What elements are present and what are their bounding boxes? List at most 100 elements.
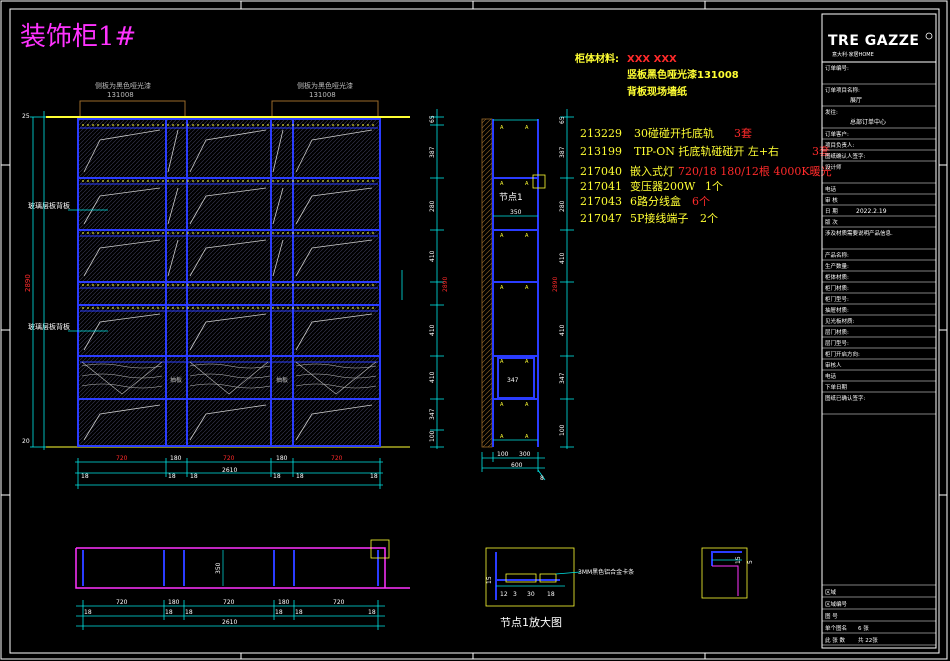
side-right-dim: 280 bbox=[559, 200, 566, 212]
materials-label: 柜体材料: bbox=[574, 52, 619, 65]
materials-line2: 竖板黑色哑光漆131008 bbox=[627, 68, 739, 81]
svg-text:A: A bbox=[500, 434, 504, 440]
title-block-label: 层门型号: bbox=[825, 339, 849, 347]
bottom-dim: 180 bbox=[276, 455, 288, 462]
svg-text:A: A bbox=[500, 285, 504, 291]
title-block-label: 柜门材质: bbox=[825, 284, 849, 292]
title-block-label: 日 期 bbox=[825, 208, 838, 215]
svg-text:A: A bbox=[500, 359, 504, 365]
part-code: 213229 bbox=[580, 127, 622, 140]
brand-logo: TRE GAZZE bbox=[828, 33, 919, 49]
part-desc: 5P接线端子 bbox=[630, 211, 688, 225]
detail-right-dim: 15 bbox=[735, 556, 742, 564]
detail-dim: 3 bbox=[513, 591, 517, 598]
part-code: 217043 bbox=[580, 195, 622, 208]
side-bottom-total: 600 bbox=[511, 462, 523, 469]
part-qty: 3套 bbox=[734, 127, 752, 140]
plan-small-dim: 18 bbox=[165, 609, 173, 616]
title-block-label: 订单项目名称: bbox=[825, 86, 860, 94]
title-block-label: 下单日期 bbox=[825, 383, 848, 391]
side-small-dim: 8 bbox=[540, 475, 544, 482]
plan-dim: 720 bbox=[116, 599, 128, 606]
title-block-value: 总部订单中心 bbox=[850, 118, 886, 126]
right-dim: 410 bbox=[429, 324, 436, 336]
plan-small-dim: 18 bbox=[295, 609, 303, 616]
height-total-dim: 2890 bbox=[24, 274, 32, 292]
title-block-label: 涉及材质需要说明产品信息. bbox=[825, 229, 893, 237]
bottom-dim: 720 bbox=[331, 455, 343, 462]
side-right-dim: 100 bbox=[559, 424, 566, 436]
plan-dim: 720 bbox=[223, 599, 235, 606]
side-top-dim: 350 bbox=[510, 209, 522, 216]
right-dim: 410 bbox=[429, 371, 436, 383]
title-block-value: 共 22张 bbox=[858, 636, 878, 644]
bottom-dim: 180 bbox=[170, 455, 182, 462]
registered-mark-icon bbox=[925, 32, 933, 40]
title-block-label: 产品名称: bbox=[825, 251, 849, 259]
svg-text:A: A bbox=[500, 402, 504, 408]
part-code: 217040 bbox=[580, 165, 622, 178]
detail-dim: 12 bbox=[500, 591, 508, 598]
drawer-label: 抽板 bbox=[276, 376, 288, 384]
side-right-dim: 410 bbox=[559, 252, 566, 264]
drawing-title: 装饰柜1# bbox=[20, 22, 136, 52]
title-block-label: 审 核 bbox=[825, 196, 838, 204]
plan-dim: 180 bbox=[168, 599, 180, 606]
title-block-label: 审核人 bbox=[825, 361, 842, 369]
detail-right-dim: 5 bbox=[747, 560, 754, 564]
right-height-dim: 2890 bbox=[442, 277, 449, 292]
svg-text:A: A bbox=[525, 402, 529, 408]
svg-text:A: A bbox=[525, 359, 529, 365]
detail-dim: 18 bbox=[547, 591, 555, 598]
title-block-label: 区域编号 bbox=[825, 600, 848, 608]
title-block-value: 2022.2.19 bbox=[856, 208, 887, 215]
plan-small-dim: 18 bbox=[84, 609, 92, 616]
bottom-small-dim: 18 bbox=[296, 473, 304, 480]
top-note-right: 侧板为黑色哑光漆 bbox=[297, 81, 353, 90]
title-block-label: 项目负责人: bbox=[825, 141, 855, 149]
part-desc: 变压器200W bbox=[630, 179, 696, 193]
svg-text:A: A bbox=[500, 233, 504, 239]
svg-text:A: A bbox=[500, 125, 504, 131]
side-right-dim: 387 bbox=[559, 146, 566, 158]
title-block-value: 6 张 bbox=[858, 624, 869, 632]
part-qty: 2个 bbox=[700, 212, 718, 225]
part-desc: 6路分线盒 bbox=[630, 194, 681, 208]
materials-line3: 背板现场墙纸 bbox=[627, 85, 687, 98]
side-right-dim: 410 bbox=[559, 324, 566, 336]
top-note-left: 侧板为黑色哑光漆 bbox=[95, 81, 151, 90]
title-block-label: 单个图名 bbox=[825, 624, 847, 632]
plan-depth-dim: 350 bbox=[215, 562, 222, 574]
title-block-label: 层门材质: bbox=[825, 328, 849, 336]
part-qty: 1个 bbox=[705, 180, 723, 193]
part-desc-red: 720/18 180/12根 4000K暖光 bbox=[678, 164, 832, 178]
part-code: 213199 bbox=[580, 145, 622, 158]
bottom-small-dim: 18 bbox=[370, 473, 378, 480]
title-block-label: 图纸已确认签字: bbox=[825, 394, 866, 402]
detail-dim: 30 bbox=[527, 591, 535, 598]
brand-sub: 意大利·家居HOME bbox=[832, 51, 874, 58]
title-block-label: 见光板材质: bbox=[825, 317, 855, 325]
part-code: 217041 bbox=[580, 180, 622, 193]
side-inner-dim: 347 bbox=[507, 377, 519, 384]
side-bottom-dim: 300 bbox=[519, 451, 531, 458]
title-block-label: 图纸确认人签字: bbox=[825, 152, 866, 160]
materials-placeholder: XXX XXX bbox=[627, 54, 677, 65]
bottom-small-dim: 18 bbox=[168, 473, 176, 480]
side-height-dim: 2890 bbox=[552, 277, 559, 292]
right-dim: 65 bbox=[429, 115, 436, 123]
glass-back-label: 玻璃层板背板 bbox=[28, 201, 70, 210]
title-block-label: 生产数量: bbox=[825, 262, 849, 270]
plan-small-dim: 18 bbox=[275, 609, 283, 616]
top-note-left-code: 131008 bbox=[107, 91, 134, 99]
glass-back-label: 玻璃层板背板 bbox=[28, 322, 70, 331]
title-block-label: 订单客户: bbox=[825, 130, 849, 138]
right-dim: 410 bbox=[429, 250, 436, 262]
part-desc: TIP-ON 托底轨碰碰开 左+右 bbox=[634, 144, 779, 158]
svg-text:A: A bbox=[525, 181, 529, 187]
width-total-dim: 2610 bbox=[222, 467, 237, 474]
title-block-label: 柜门型号: bbox=[825, 295, 849, 303]
